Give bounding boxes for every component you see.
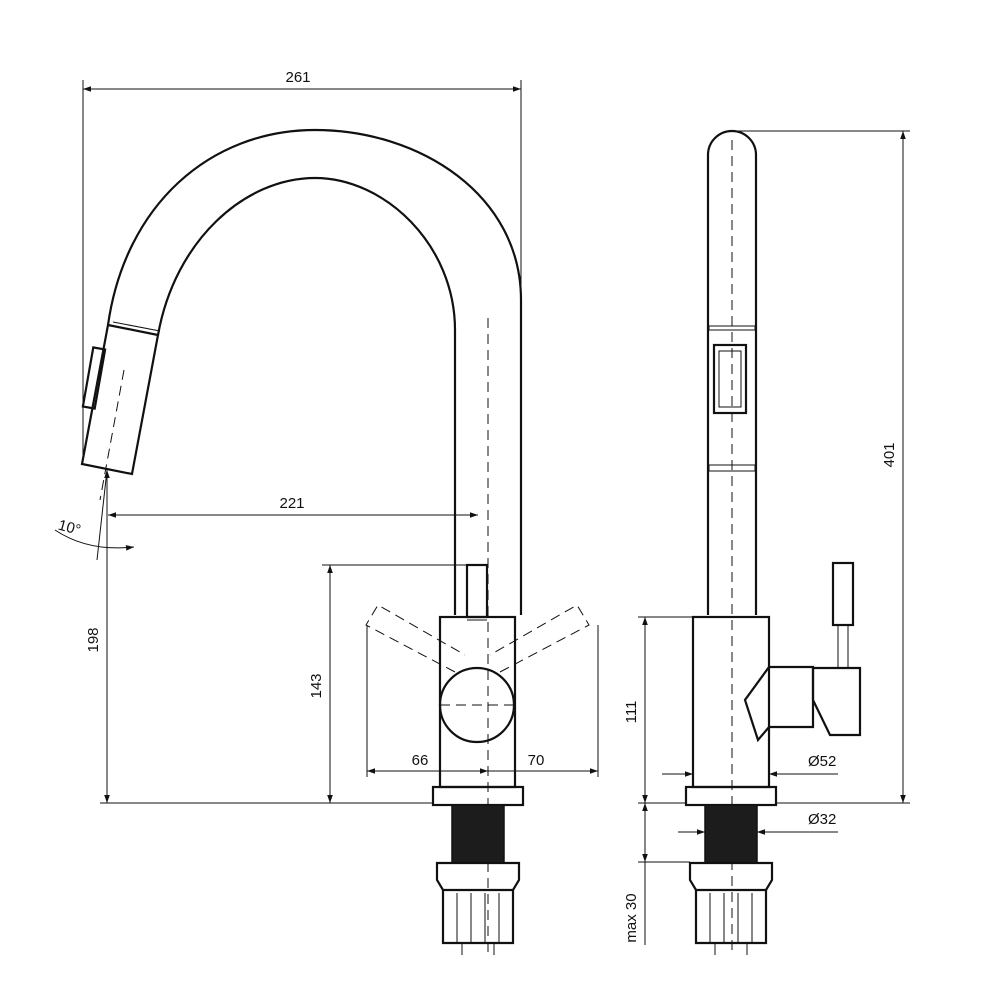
dim-base-diameter: Ø52	[808, 753, 836, 770]
spray-head	[80, 323, 160, 476]
side-body	[691, 615, 771, 789]
side-lever-block	[743, 665, 815, 743]
handle-stub	[465, 563, 489, 619]
dim-lever-left: 66	[412, 752, 429, 769]
dim-shank-diameter: Ø32	[808, 811, 836, 828]
lever-right-position	[489, 604, 590, 673]
side-view	[684, 129, 862, 955]
dim-total-height: 401	[881, 442, 898, 467]
dim-tilt-angle: 10°	[56, 517, 82, 539]
lever-left-position	[365, 604, 466, 673]
base-ring	[431, 785, 525, 807]
spout-inner	[156, 176, 457, 615]
dim-body-height: 111	[623, 701, 640, 724]
side-spray-button	[712, 343, 748, 415]
side-dimensions: 401 111 max 30 Ø52 Ø32	[623, 130, 910, 945]
spray-button	[81, 346, 107, 410]
dim-spout-reach: 221	[279, 495, 304, 512]
dim-mounting-thickness: max 30	[623, 893, 640, 942]
side-threaded-shank	[704, 804, 758, 864]
dim-overall-width: 261	[285, 69, 310, 86]
side-handle-stem	[831, 561, 855, 627]
side-base-ring	[684, 785, 778, 807]
threaded-shank	[451, 804, 505, 864]
front-dimensions: 261 221 10° 198 143 66 70	[54, 69, 599, 804]
dim-lever-right: 70	[528, 752, 545, 769]
faucet-body	[438, 615, 517, 789]
side-spout-tube	[706, 129, 758, 615]
dim-lever-height: 143	[308, 673, 325, 698]
spout-outer	[106, 128, 523, 615]
mounting-nut	[435, 861, 521, 892]
dim-spout-height: 198	[85, 627, 102, 652]
front-view	[80, 128, 590, 955]
side-mounting-nut	[688, 861, 774, 892]
